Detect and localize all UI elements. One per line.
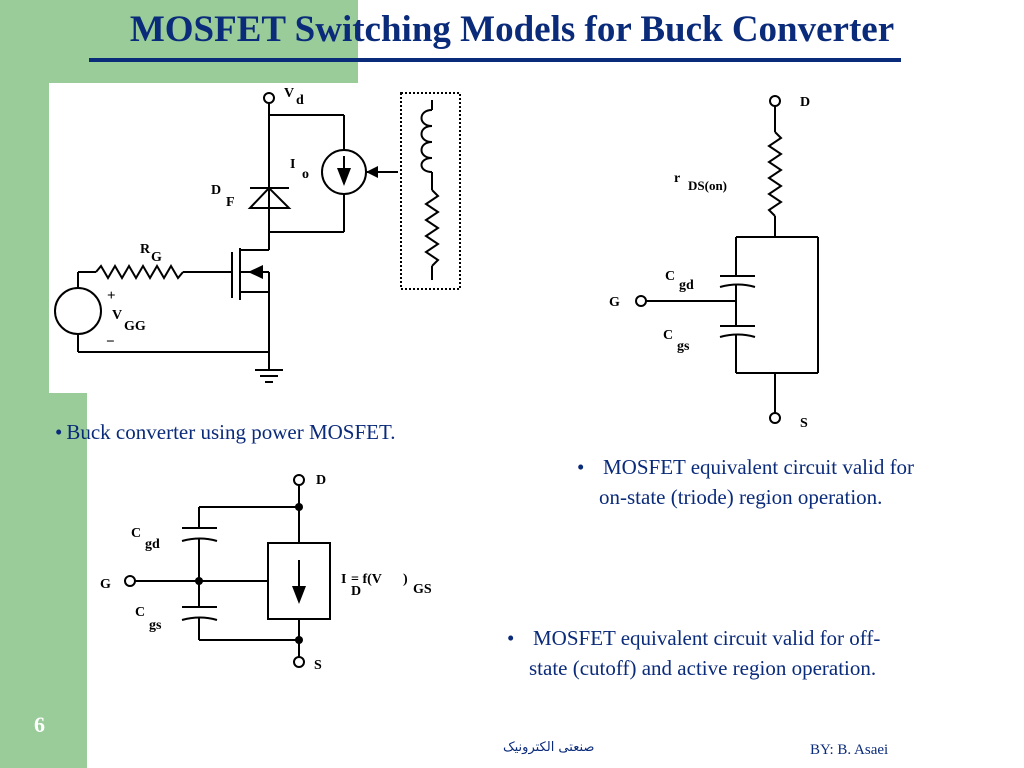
rg-label: R: [140, 242, 151, 257]
buck-caption-text: Buck converter using power MOSFET.: [66, 420, 396, 444]
bullet: •: [55, 420, 63, 444]
id-label: I: [341, 572, 346, 587]
vgs-subscript: GS: [413, 582, 432, 597]
bullet: •: [577, 455, 585, 479]
onstate-cgd-label: C: [665, 269, 675, 284]
onstate-s-label: S: [800, 416, 808, 431]
rdson-label: r: [674, 171, 680, 186]
rg-subscript: G: [151, 250, 162, 265]
onstate-caption: • MOSFET equivalent circuit valid for on-…: [577, 452, 914, 512]
onstate-cgs-label: C: [663, 328, 673, 343]
offstate-caption-line2: state (cutoff) and active region operati…: [529, 656, 877, 680]
df-subscript: F: [226, 195, 235, 210]
vgg-minus: −: [106, 334, 115, 350]
onstate-cgs-subscript: gs: [677, 339, 690, 354]
footer-center: صنعتی الکترونیک: [503, 740, 595, 755]
offstate-cgs-label: C: [135, 605, 145, 620]
onstate-caption-line1: MOSFET equivalent circuit valid for: [603, 455, 915, 479]
vd-subscript: d: [296, 93, 304, 108]
footer-author: BY: B. Asaei: [810, 742, 889, 758]
vd-label: V: [284, 86, 294, 101]
slide-number: 6: [34, 712, 45, 737]
vgg-plus: +: [107, 288, 116, 304]
vgg-label: V: [112, 308, 122, 323]
circuit-panel: [49, 83, 358, 393]
id-subscript: D: [351, 584, 361, 599]
buck-caption: •Buck converter using power MOSFET.: [55, 417, 396, 447]
title-underline: [89, 58, 901, 62]
onstate-d-label: D: [800, 95, 810, 110]
offstate-d-label: D: [316, 473, 326, 488]
io-label: I: [290, 157, 295, 172]
df-label: D: [211, 183, 221, 198]
onstate-g-label: G: [609, 295, 620, 310]
id-equation: = f(V: [351, 572, 382, 587]
offstate-g-label: G: [100, 577, 111, 592]
offstate-caption-line1: MOSFET equivalent circuit valid for off-: [533, 626, 881, 650]
offstate-cgd-label: C: [131, 526, 141, 541]
top-green-band: [0, 0, 358, 83]
onstate-cgd-subscript: gd: [679, 278, 694, 293]
io-subscript: o: [302, 167, 309, 182]
rdson-subscript: DS(on): [688, 178, 727, 193]
bullet: •: [507, 626, 515, 650]
offstate-s-label: S: [314, 658, 322, 673]
id-close-paren: ): [403, 572, 408, 587]
offstate-caption: • MOSFET equivalent circuit valid for off…: [507, 623, 880, 683]
slide-title: MOSFET Switching Models for Buck Convert…: [129, 9, 895, 50]
vgg-subscript: GG: [124, 319, 146, 334]
offstate-cgs-subscript: gs: [149, 618, 162, 633]
offstate-cgd-subscript: gd: [145, 537, 160, 552]
onstate-caption-line2: on-state (triode) region operation.: [599, 485, 883, 509]
